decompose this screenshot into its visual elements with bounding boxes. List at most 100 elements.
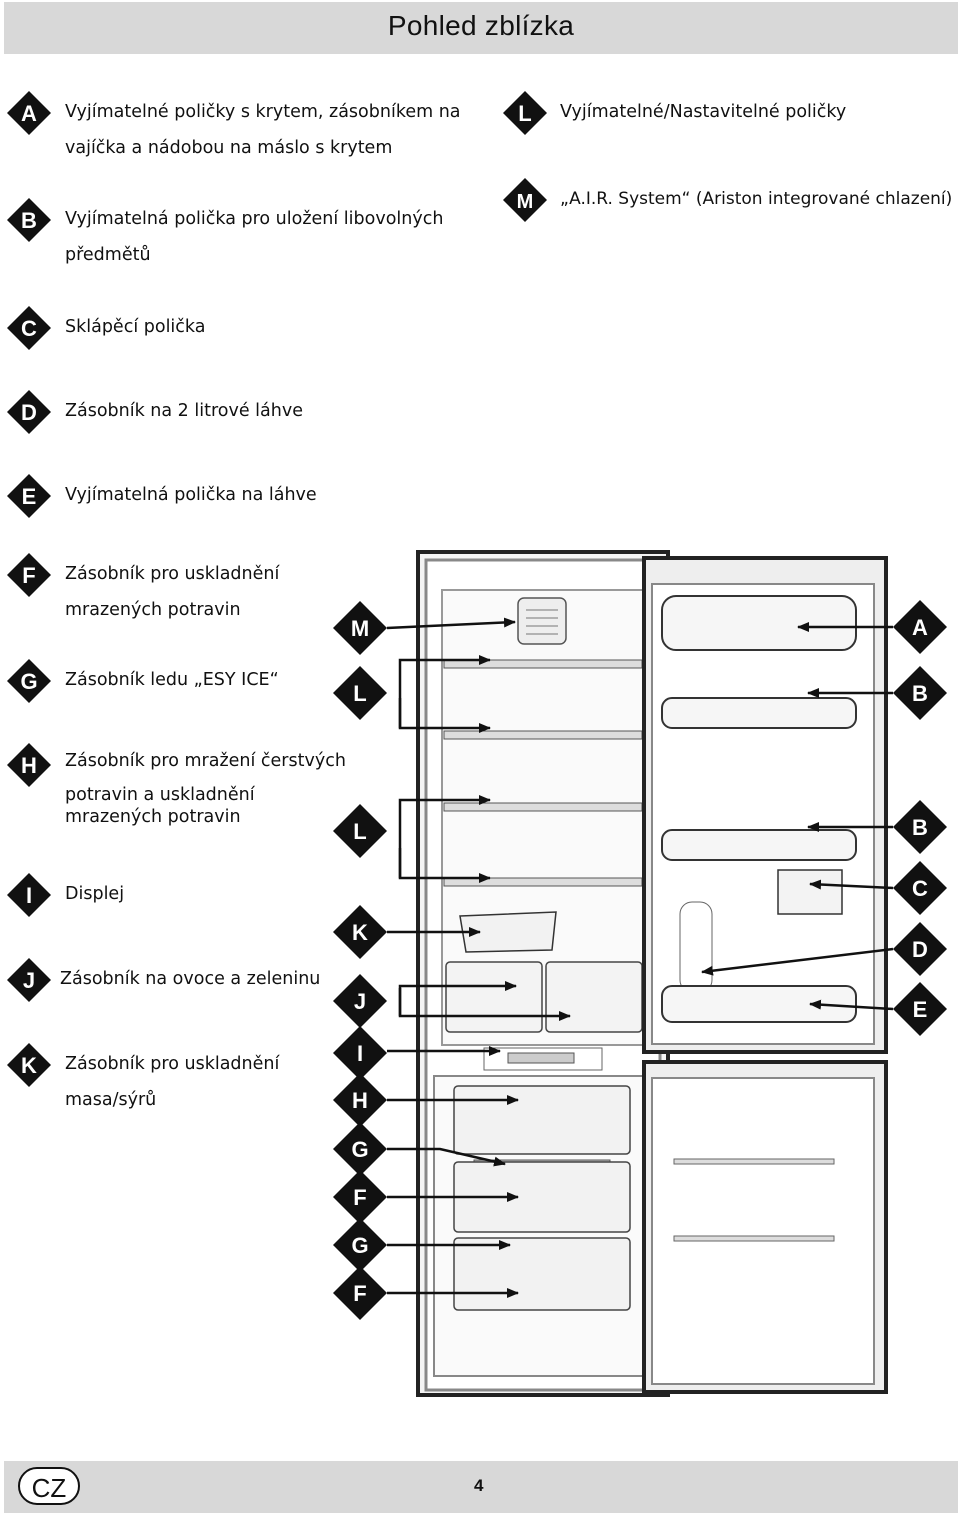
svg-text:M: M: [517, 191, 534, 213]
legend-text-line: masa/sýrů: [65, 1090, 157, 1110]
legend-text-line: Sklápěcí polička: [65, 317, 206, 337]
svg-text:F: F: [22, 563, 35, 588]
legend-text-line: mrazených potravin: [65, 600, 241, 620]
legend-text-line: předmětů: [65, 245, 151, 265]
svg-text:E: E: [22, 484, 37, 509]
glass-shelf: [443, 802, 643, 812]
callout-b-lower: B: [807, 800, 947, 854]
svg-text:C: C: [912, 876, 928, 901]
language-badge: CZ: [18, 1467, 80, 1505]
letter-badge-e: E: [6, 473, 52, 519]
fridge-cabinet: [416, 550, 670, 1397]
legend-text-line: Displej: [65, 884, 125, 904]
svg-text:J: J: [23, 968, 35, 993]
letter-badge-j: J: [6, 957, 52, 1003]
letter-badge-b: B: [6, 197, 52, 243]
callouts-left: M L L K J: [333, 601, 571, 1320]
svg-text:C: C: [21, 316, 37, 341]
letter-badge-l: L: [502, 90, 548, 136]
letter-badge-c: C: [6, 305, 52, 351]
callout-a: A: [797, 600, 947, 654]
legend-text-line: Vyjímatelné poličky s krytem, zásobníkem…: [65, 102, 461, 122]
svg-text:D: D: [912, 937, 928, 962]
letter-badge-i: I: [6, 872, 52, 918]
svg-text:K: K: [352, 920, 368, 945]
meat-drawer: [459, 911, 557, 953]
legend-text-line: vajíčka a nádobou na máslo s krytem: [65, 138, 393, 158]
svg-text:A: A: [912, 615, 928, 640]
svg-text:B: B: [912, 815, 928, 840]
door-shelf-b: [661, 829, 857, 861]
legend-text-line: Vyjímatelné/Nastavitelné poličky: [560, 102, 847, 122]
crisper-drawer: [545, 961, 643, 1033]
callout-d: D: [701, 922, 947, 976]
letter-badge-h: H: [6, 742, 52, 788]
fridge-door-lower: [642, 1060, 888, 1394]
legend-text-line: Zásobník na 2 litrové láhve: [65, 401, 303, 421]
svg-text:F: F: [353, 1281, 366, 1306]
fridge-diagram: M L L K J: [330, 548, 950, 1412]
door-rail: [673, 1158, 835, 1165]
svg-text:G: G: [351, 1137, 368, 1162]
callout-l-upper: L: [333, 655, 491, 733]
door-rail: [673, 1235, 835, 1242]
tilting-shelf: [777, 869, 843, 915]
bottle-holder: [679, 901, 713, 993]
svg-text:I: I: [357, 1041, 363, 1066]
callout-g-lower: G: [333, 1218, 511, 1272]
legend-text-line: „A.I.R. System“ (Ariston integrované chl…: [560, 189, 953, 209]
svg-text:L: L: [518, 101, 531, 126]
legend-text-line: Zásobník na ovoce a zeleninu: [60, 969, 321, 989]
legend-text-line: potravin a uskladnění: [65, 785, 255, 805]
letter-badge-f: F: [6, 552, 52, 598]
callout-f-lower: F: [333, 1266, 519, 1320]
callout-f-upper: F: [333, 1170, 519, 1224]
callout-j: J: [333, 974, 571, 1028]
page-footer: CZ 4: [4, 1461, 958, 1513]
letter-badge-a: A: [6, 90, 52, 136]
door-shelf-a: [661, 595, 857, 651]
freezer-drawer: [453, 1237, 631, 1311]
fridge-diagram-svg: M L L K J: [333, 550, 947, 1397]
legend-text-line: Zásobník ledu „ESY ICE“: [65, 670, 279, 690]
fridge-door-upper: [642, 556, 888, 1054]
callout-h: H: [333, 1073, 519, 1127]
svg-text:B: B: [912, 681, 928, 706]
legend-text-line: Zásobník pro uskladnění: [65, 1054, 280, 1074]
air-system-vent: [517, 597, 567, 645]
svg-text:D: D: [21, 400, 37, 425]
svg-text:E: E: [913, 997, 928, 1022]
legend-text-line: Vyjímatelná polička pro uložení libovoln…: [65, 209, 444, 229]
crisper-drawer: [445, 961, 543, 1033]
svg-text:M: M: [351, 616, 369, 641]
svg-text:H: H: [352, 1088, 368, 1113]
page-header: Pohled zblízka: [4, 2, 958, 54]
legend-text-line: mrazených potravin: [65, 807, 241, 827]
callout-k: K: [333, 905, 481, 959]
callout-g-upper: G: [333, 1122, 506, 1176]
letter-badge-g: G: [6, 658, 52, 704]
svg-text:G: G: [351, 1233, 368, 1258]
legend-text-line: Zásobník pro uskladnění: [65, 564, 280, 584]
callouts-right: A B B C D: [701, 600, 947, 1036]
svg-text:L: L: [353, 681, 366, 706]
letter-badge-m: M: [502, 177, 548, 223]
callout-m: M: [333, 601, 516, 655]
svg-text:H: H: [21, 753, 37, 778]
callout-l-lower: L: [333, 795, 491, 883]
callout-i: I: [333, 1026, 501, 1080]
page-title: Pohled zblízka: [387, 10, 575, 41]
glass-shelf: [443, 730, 643, 740]
page-number: 4: [474, 1476, 484, 1495]
legend-text-line: Zásobník pro mražení čerstvých: [65, 751, 346, 771]
legend-text-line: Vyjímatelná polička na láhve: [65, 485, 317, 505]
svg-text:J: J: [354, 989, 366, 1014]
svg-text:K: K: [21, 1053, 37, 1078]
svg-text:F: F: [353, 1185, 366, 1210]
door-shelf-e: [661, 985, 857, 1023]
svg-text:L: L: [353, 819, 366, 844]
svg-text:I: I: [26, 883, 32, 908]
door-shelf-b: [661, 697, 857, 729]
letter-badge-k: K: [6, 1042, 52, 1088]
letter-badge-d: D: [6, 389, 52, 435]
